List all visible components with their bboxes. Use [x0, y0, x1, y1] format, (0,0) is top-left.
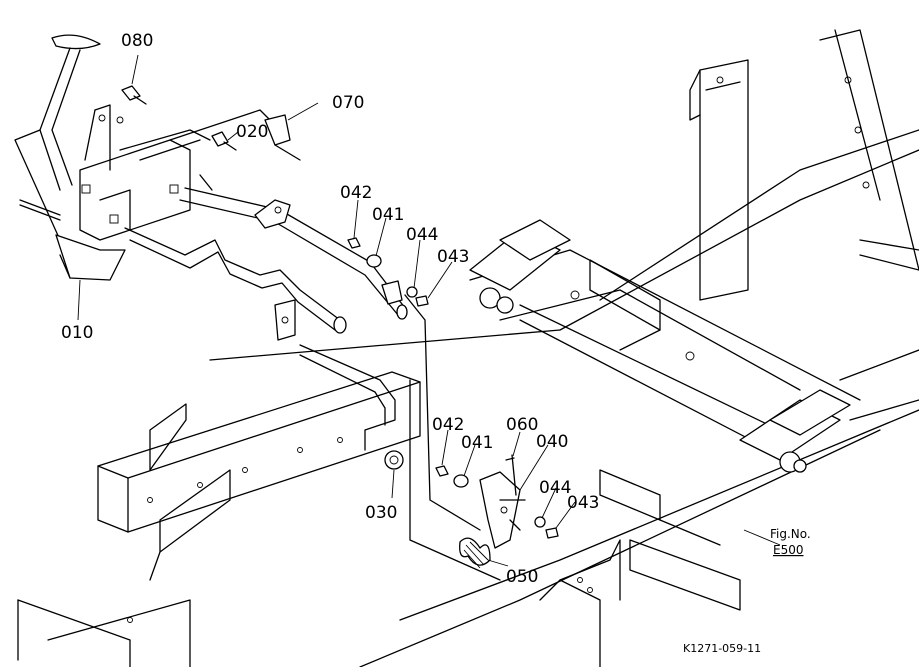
- pivot-axle: [469, 219, 861, 473]
- main-frame: [17, 129, 919, 667]
- control-rod: [299, 294, 501, 581]
- cross-rod: [124, 174, 408, 341]
- fig-label: Fig.No.: [770, 527, 811, 541]
- label-043-upper: 043: [437, 247, 469, 267]
- rear-upright-plate: [689, 29, 919, 301]
- label-044-lower: 044: [539, 478, 571, 498]
- label-044-upper: 044: [406, 225, 438, 245]
- label-080: 080: [121, 31, 153, 51]
- label-043-lower: 043: [567, 493, 599, 513]
- label-070: 070: [332, 93, 364, 113]
- label-030: 030: [365, 503, 397, 523]
- fig-number: E500: [773, 543, 804, 557]
- label-020: 020: [236, 122, 268, 142]
- label-010: 010: [61, 323, 93, 343]
- label-042-upper: 042: [340, 183, 372, 203]
- drawing-code: K1271-059-11: [683, 642, 761, 655]
- label-041-upper: 041: [372, 205, 404, 225]
- leader-lines: [77, 54, 781, 567]
- label-050: 050: [506, 567, 538, 587]
- pedal-assembly: [14, 34, 301, 281]
- label-042-lower: 042: [432, 415, 464, 435]
- label-041-lower: 041: [461, 433, 493, 453]
- hardware: [121, 85, 559, 539]
- label-060: 060: [506, 415, 538, 435]
- lever-linkage: [459, 454, 526, 569]
- label-040: 040: [536, 432, 568, 452]
